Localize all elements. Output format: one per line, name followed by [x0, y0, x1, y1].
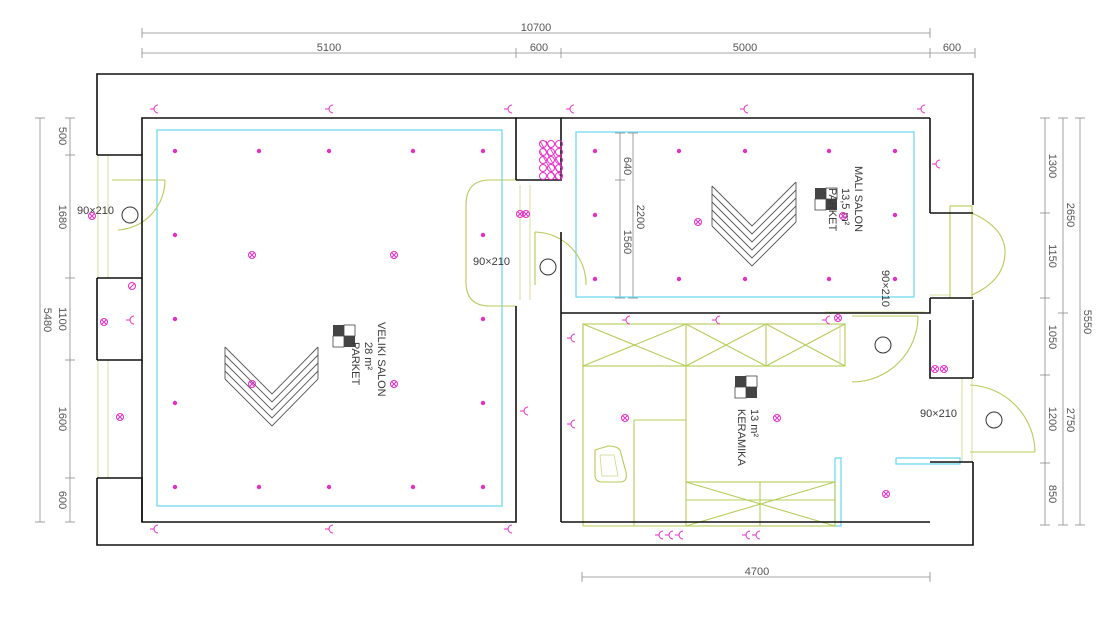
- room-floor-kuhinja: KERAMIKA: [735, 409, 747, 467]
- dim-right-mid-1: 2650: [1064, 203, 1076, 227]
- parquet-pattern-mali: [711, 181, 797, 267]
- room-name-veliki: VELIKI SALON: [375, 322, 387, 397]
- dim-left-seg-1: 500: [56, 127, 68, 145]
- dim-inner-2200: 2200: [634, 205, 646, 229]
- dim-top-seg-4: 600: [943, 42, 961, 54]
- ceiling-outlines: [156, 129, 961, 527]
- dim-top-total: 10700: [521, 22, 552, 34]
- dim-inner-640: 640: [621, 157, 633, 175]
- dim-right-seg-5: 850: [1046, 485, 1058, 503]
- room-name-mali: MALI SALON: [852, 166, 864, 232]
- dim-left-seg-5: 600: [56, 491, 68, 509]
- room-area-veliki: 28 m²: [362, 342, 374, 370]
- dim-left-total: 5480: [41, 308, 53, 332]
- dim-right-total: 5550: [1081, 310, 1093, 334]
- dim-right-seg-1: 1300: [1046, 154, 1058, 178]
- dim-top-seg-2: 600: [530, 42, 548, 54]
- circle-x-icon: [88, 140, 948, 498]
- dimension-lines: [35, 28, 1085, 582]
- dim-top-seg-3: 5000: [733, 42, 757, 54]
- room-label-veliki: VELIKI SALON 28 m² PARKET: [349, 322, 387, 397]
- room-label-mali: MALI SALON 13,5 m² PARKET: [826, 166, 864, 232]
- dim-top-seg-1: 5100: [317, 42, 341, 54]
- room-floor-mali: PARKET: [826, 188, 838, 231]
- door-label-right: 90×210: [920, 408, 957, 420]
- dim-bottom: 4700: [745, 566, 769, 578]
- room-floor-veliki: PARKET: [349, 342, 361, 385]
- door-label-hall: 90×210: [879, 270, 891, 307]
- dim-right-seg-4: 1200: [1046, 407, 1058, 431]
- dim-left-seg-4: 1600: [56, 407, 68, 431]
- room-area-kuhinja: 13 m²: [748, 409, 760, 437]
- socket-icon: [126, 104, 941, 540]
- dim-right-seg-2: 1150: [1046, 244, 1058, 268]
- dim-right-seg-3: 1050: [1046, 325, 1058, 349]
- dim-inner-1560: 1560: [621, 230, 633, 254]
- checker-icon: [814, 187, 838, 211]
- spot-lights: [172, 148, 898, 490]
- checker-icon: [332, 324, 356, 348]
- dimension-labels: 10700 5100 600 5000 600 4700 5480 500 16…: [41, 22, 1093, 578]
- checker-icon: [734, 375, 758, 399]
- door-label-middle: 90×210: [473, 256, 510, 268]
- dim-right-mid-2: 2750: [1064, 408, 1076, 432]
- shaft-marks: [539, 140, 563, 180]
- room-label-kuhinja: 13 m² KERAMIKA: [735, 409, 760, 467]
- dim-left-seg-3: 1100: [56, 307, 68, 331]
- parquet-pattern-veliki: [224, 346, 319, 427]
- furniture: [97, 155, 1036, 527]
- walls: [96, 73, 974, 546]
- door-label-entrance: 90×210: [77, 205, 114, 217]
- door-handle-icon: [121, 206, 1003, 429]
- dim-left-seg-2: 1680: [56, 205, 68, 229]
- room-area-mali: 13,5 m²: [839, 188, 851, 226]
